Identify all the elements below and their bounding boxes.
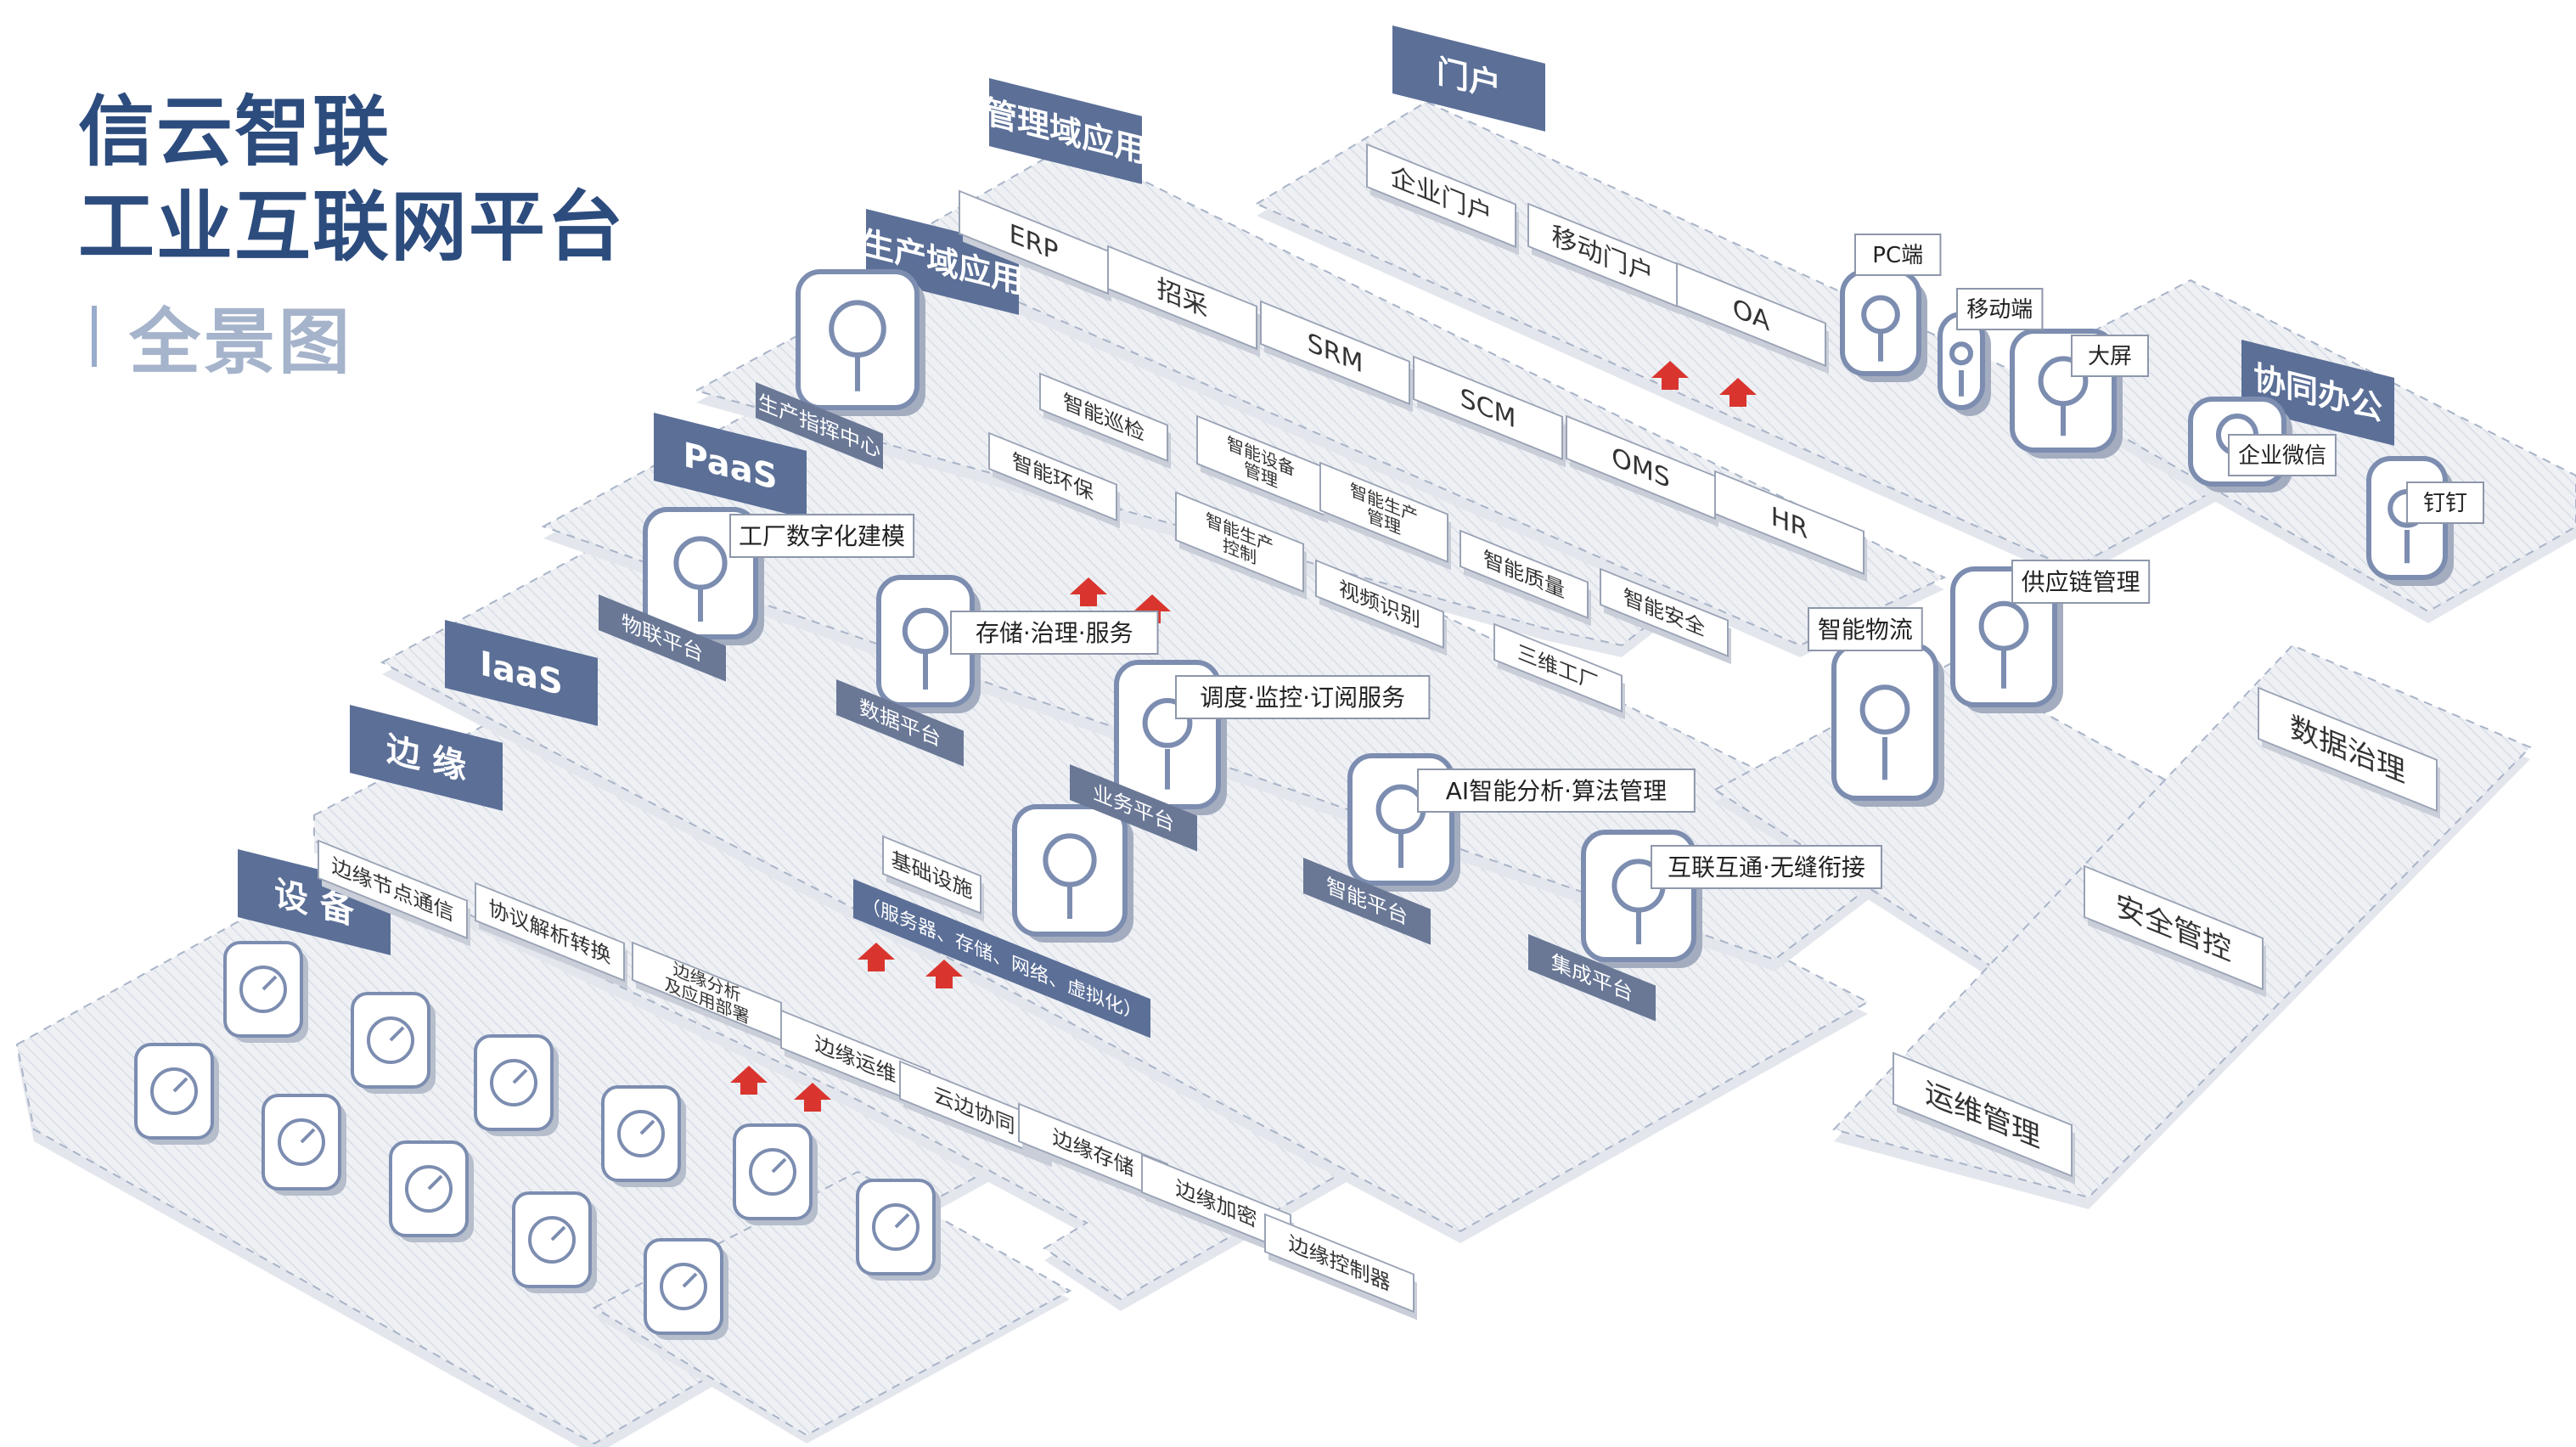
flow-arrow-icon xyxy=(925,960,963,988)
governance-item-2: 运维管理 xyxy=(1893,1051,2075,1185)
paas-callout-2: 调度·监控·订阅服务 xyxy=(1175,675,1431,719)
valve-icon xyxy=(351,992,436,1094)
edge-item-5: 边缘存储 xyxy=(1018,1102,1171,1210)
edge-item-3: 边缘运维 xyxy=(780,1009,933,1117)
portal-callout-0-label: PC端 xyxy=(1872,243,1923,268)
collab-callout-1-label: 钉钉 xyxy=(2423,491,2467,516)
control-panel-icon xyxy=(512,1191,597,1293)
subtitle-text: 全景图 xyxy=(129,300,354,384)
logistics-truck-icon xyxy=(1831,643,1944,807)
band-edge: 边 缘 xyxy=(350,705,503,811)
prod-item-4: 智能生产管理 xyxy=(1319,461,1451,571)
mgmt-item-1: 招采 xyxy=(1107,245,1260,358)
band-iaas: IaaS xyxy=(445,620,598,726)
flow-arrow-icon xyxy=(1651,361,1689,390)
title-block: 信云智联 工业互联网平台 xyxy=(78,85,625,275)
flow-arrow-icon xyxy=(858,943,895,971)
compass-icon xyxy=(856,1179,941,1281)
camera-icon xyxy=(389,1140,474,1242)
band-portal: 门户 xyxy=(1392,25,1545,132)
prod-item-7: 智能安全 xyxy=(1600,567,1731,665)
paas-callout-2-label: 调度·监控·订阅服务 xyxy=(1200,684,1405,712)
portal-item-1: 移动门户 xyxy=(1527,202,1680,315)
page-title: 信云智联 xyxy=(78,87,391,177)
band-paas: PaaS xyxy=(654,413,807,519)
rfid-icon xyxy=(474,1034,559,1136)
mgmt-callout-0-label: 智能物流 xyxy=(1818,616,1913,644)
gauge-icon xyxy=(223,941,308,1043)
paas-callout-0-label: 工厂数字化建模 xyxy=(739,522,905,550)
wireless-sensor-icon xyxy=(262,1094,346,1196)
collab-callout-1: 钉钉 xyxy=(2406,481,2484,524)
platform-device-front xyxy=(592,1170,1072,1444)
paas-callout-1-label: 存储·治理·服务 xyxy=(976,619,1133,647)
portal-callout-0: PC端 xyxy=(1854,234,1942,276)
portal-item-2: OA xyxy=(1676,262,1829,374)
mgmt-callout-0: 智能物流 xyxy=(1808,607,1923,651)
flow-arrow-icon xyxy=(1719,378,1757,407)
prod-item-3: 智能生产控制 xyxy=(1175,491,1307,600)
mgmt-callout-1: 供应链管理 xyxy=(2011,560,2151,604)
location-pin-icon xyxy=(733,1123,818,1225)
portal-callout-1-label: 移动端 xyxy=(1966,297,2033,323)
paas-callout-3: AI智能分析·算法管理 xyxy=(1417,769,1696,813)
page-title-line2: 工业互联网平台 xyxy=(78,183,625,272)
edge-item-7: 边缘控制器 xyxy=(1264,1213,1417,1320)
flow-arrow-icon xyxy=(1070,577,1107,606)
portal-callout-2: 大屏 xyxy=(2071,335,2149,377)
flow-arrow-icon xyxy=(794,1083,831,1112)
paas-callout-0: 工厂数字化建模 xyxy=(729,514,915,558)
paas-callout-4-label: 互联互通·无缝衔接 xyxy=(1668,853,1865,881)
portal-callout-2-label: 大屏 xyxy=(2088,344,2132,369)
portal-callout-1: 移动端 xyxy=(1956,288,2044,330)
flow-arrow-icon xyxy=(1133,594,1171,623)
command-center-icon xyxy=(796,269,925,416)
flow-arrow-icon xyxy=(730,1066,768,1095)
edge-item-4: 云边协同 xyxy=(899,1060,1052,1168)
uwb-icon xyxy=(601,1085,686,1187)
subtitle-divider xyxy=(92,306,97,367)
collab-callout-0: 企业微信 xyxy=(2228,434,2337,476)
thermometer-icon xyxy=(644,1238,728,1340)
mgmt-item-2: SRM xyxy=(1260,300,1413,413)
prod-item-2: 智能设备管理 xyxy=(1196,414,1328,524)
paas-callout-4: 互联互通·无缝衔接 xyxy=(1651,845,1882,889)
mgmt-callout-1-label: 供应链管理 xyxy=(2022,568,2140,596)
paas-callout-3-label: AI智能分析·算法管理 xyxy=(1446,777,1667,805)
qr-code-icon xyxy=(134,1043,219,1145)
infra-cloud-icon xyxy=(1012,804,1133,943)
pc-terminal-icon xyxy=(1840,269,1927,382)
collab-callout-0-label: 企业微信 xyxy=(2238,443,2326,469)
mgmt-item-5: HR xyxy=(1714,470,1867,583)
subtitle: 全景图 xyxy=(92,294,353,384)
paas-callout-1: 存储·治理·服务 xyxy=(950,611,1159,655)
